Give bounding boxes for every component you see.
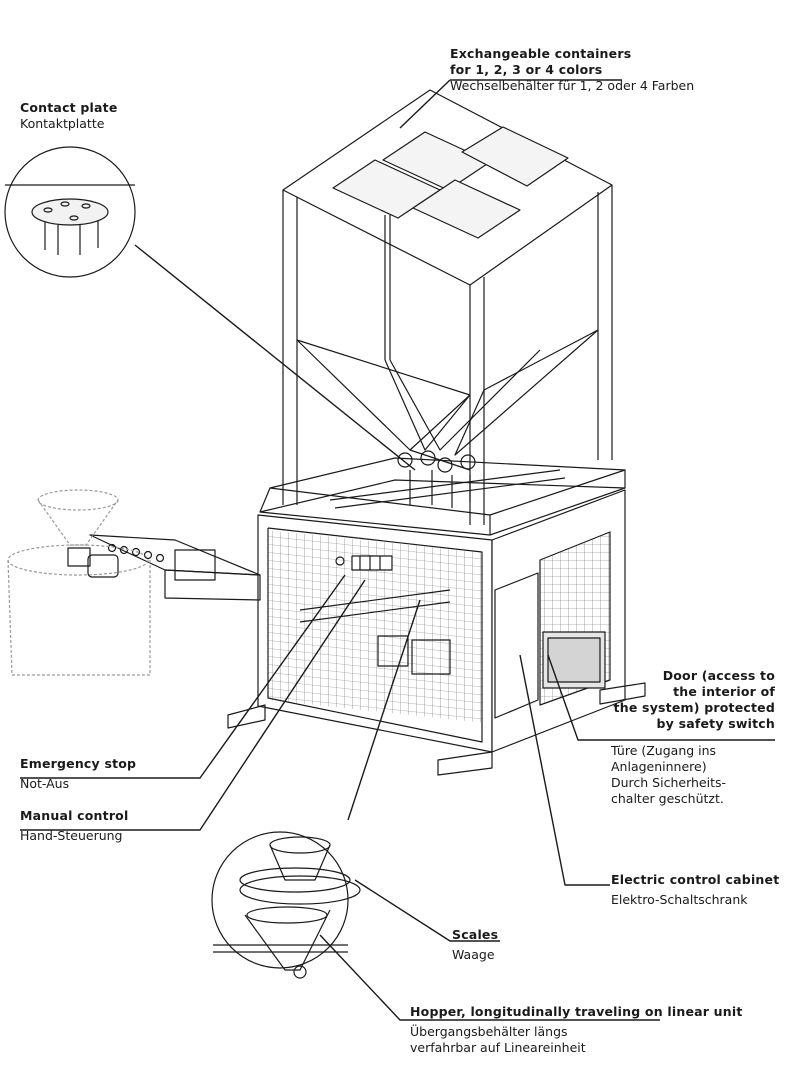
label-scales-en: Scales bbox=[452, 927, 499, 942]
label-electric-cabinet-de: Elektro-Schaltschrank bbox=[611, 892, 748, 907]
label-hopper-de-2: verfahrbar auf Lineareinheit bbox=[410, 1040, 586, 1055]
label-hopper: Hopper, longitudinally traveling on line… bbox=[410, 1004, 743, 1056]
label-manual-control-de: Hand-Steuerung bbox=[20, 828, 123, 843]
scales-detail bbox=[211, 831, 361, 979]
label-door-de-2: Anlageninnere) bbox=[611, 759, 707, 774]
label-door-en-3: the system) protected bbox=[613, 700, 775, 715]
label-containers-de: Wechselbehälter für 1, 2 oder 4 Farben bbox=[450, 78, 695, 93]
label-manual-control: Manual control Hand-Steuerung bbox=[20, 808, 128, 844]
label-emergency-stop: Emergency stop Not-Aus bbox=[20, 756, 136, 792]
label-contact-plate-en: Contact plate bbox=[20, 100, 118, 115]
label-emergency-stop-en: Emergency stop bbox=[20, 756, 137, 771]
label-containers: Exchangeable containers for 1, 2, 3 or 4… bbox=[450, 46, 694, 94]
label-door-de: Türe (Zugang ins Anlageninnere) Durch Si… bbox=[611, 743, 726, 807]
label-emergency-stop-de: Not-Aus bbox=[20, 776, 70, 791]
label-hopper-en: Hopper, longitudinally traveling on line… bbox=[410, 1004, 743, 1019]
contact-plate-detail bbox=[4, 146, 136, 278]
traveling-hopper-sketch bbox=[7, 489, 151, 676]
linear-unit bbox=[89, 534, 261, 601]
label-door-de-4: chalter geschützt. bbox=[611, 791, 724, 806]
traveling-hopper-outlet bbox=[67, 547, 119, 578]
top-tray bbox=[259, 457, 626, 536]
label-electric-cabinet-en: Electric control cabinet bbox=[611, 872, 780, 887]
label-contact-plate: Contact plate Kontaktplatte bbox=[20, 100, 118, 132]
label-scales: Scales Waage bbox=[452, 927, 498, 963]
label-door-en-2: the interior of bbox=[673, 684, 775, 699]
label-door-en-4: by safety switch bbox=[656, 716, 775, 731]
label-door-de-3: Durch Sicherheits- bbox=[611, 775, 727, 790]
label-electric-cabinet: Electric control cabinet Elektro-Schalts… bbox=[611, 872, 779, 908]
main-cabinet bbox=[227, 489, 646, 776]
label-hopper-de-1: Übergangsbehälter längs bbox=[410, 1024, 568, 1039]
label-containers-en-1: Exchangeable containers bbox=[450, 46, 632, 61]
label-door-en-1: Door (access to bbox=[662, 668, 775, 683]
label-contact-plate-de: Kontaktplatte bbox=[20, 116, 105, 131]
leader-lines bbox=[20, 79, 775, 1021]
label-door: Door (access to the interior of the syst… bbox=[590, 668, 775, 732]
label-containers-en-2: for 1, 2, 3 or 4 colors bbox=[450, 62, 603, 77]
label-scales-de: Waage bbox=[452, 947, 495, 962]
container-frame bbox=[282, 89, 613, 525]
label-door-de-1: Türe (Zugang ins bbox=[611, 743, 717, 758]
label-manual-control-en: Manual control bbox=[20, 808, 129, 823]
